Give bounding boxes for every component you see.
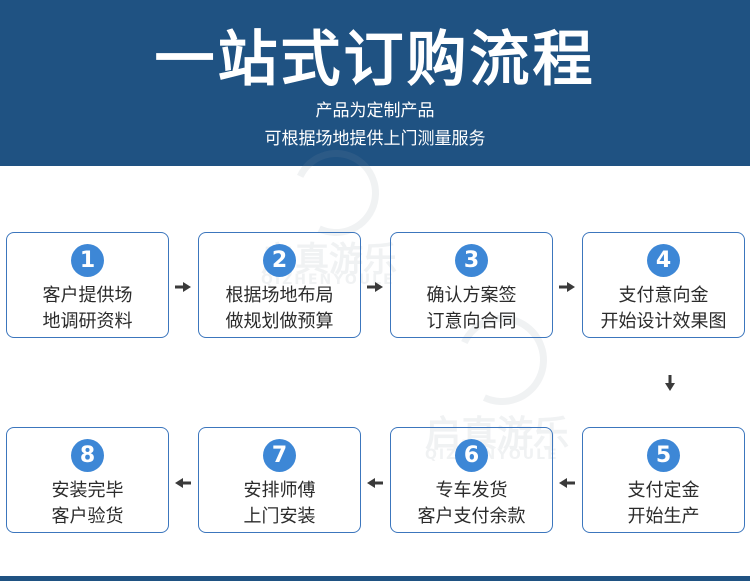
step-text-line-1: 根据场地布局 [225, 285, 334, 306]
step-text-line-2: 订意向合同 [426, 311, 517, 332]
step-card-7: 7 安排师傅 上门安装 [198, 427, 361, 533]
step-text-line-1: 客户提供场 [42, 285, 133, 306]
step-number-badge: 6 [455, 439, 488, 472]
step-text-line-1: 支付定金 [627, 480, 700, 501]
step-text-line-2: 上门安装 [243, 506, 316, 527]
arrow-left-icon [559, 478, 575, 488]
arrow-down-icon [665, 375, 675, 391]
step-number-badge: 1 [71, 244, 104, 277]
header-banner: 一站式订购流程 产品为定制产品 可根据场地提供上门测量服务 [0, 0, 750, 166]
page-title: 一站式订购流程 [154, 25, 596, 95]
subtitle-line-1: 产品为定制产品 [315, 101, 435, 121]
step-number-badge: 4 [647, 244, 680, 277]
step-text-line-2: 开始生产 [627, 506, 700, 527]
step-text-line-2: 客户支付余款 [417, 506, 526, 527]
step-card-2: 2 根据场地布局 做规划做预算 [198, 232, 361, 338]
step-text-line-1: 安排师傅 [243, 480, 316, 501]
step-number-badge: 5 [647, 439, 680, 472]
step-number-badge: 8 [71, 439, 104, 472]
step-card-6: 6 专车发货 客户支付余款 [390, 427, 553, 533]
subtitle-line-2: 可根据场地提供上门测量服务 [264, 129, 486, 149]
step-number-badge: 3 [455, 244, 488, 277]
step-text-line-2: 做规划做预算 [225, 311, 334, 332]
step-card-3: 3 确认方案签 订意向合同 [390, 232, 553, 338]
step-card-5: 5 支付定金 开始生产 [582, 427, 745, 533]
step-text-line-1: 专车发货 [435, 480, 508, 501]
footer-bar [0, 576, 750, 581]
step-text-line-1: 安装完毕 [51, 480, 124, 501]
step-text-line-2: 开始设计效果图 [600, 311, 727, 332]
arrow-right-icon [559, 282, 575, 292]
step-text-line-1: 支付意向金 [618, 285, 709, 306]
step-card-1: 1 客户提供场 地调研资料 [6, 232, 169, 338]
arrow-right-icon [175, 282, 191, 292]
step-number-badge: 7 [263, 439, 296, 472]
step-text-line-1: 确认方案签 [426, 285, 517, 306]
arrow-left-icon [367, 478, 383, 488]
arrow-right-icon [367, 282, 383, 292]
step-text-line-2: 客户验货 [51, 506, 124, 527]
watermark-letters: QIZHENYOULE [261, 272, 395, 288]
step-text-line-2: 地调研资料 [42, 311, 133, 332]
arrow-left-icon [175, 478, 191, 488]
step-number-badge: 2 [263, 244, 296, 277]
step-card-8: 8 安装完毕 客户验货 [6, 427, 169, 533]
step-card-4: 4 支付意向金 开始设计效果图 [582, 232, 745, 338]
